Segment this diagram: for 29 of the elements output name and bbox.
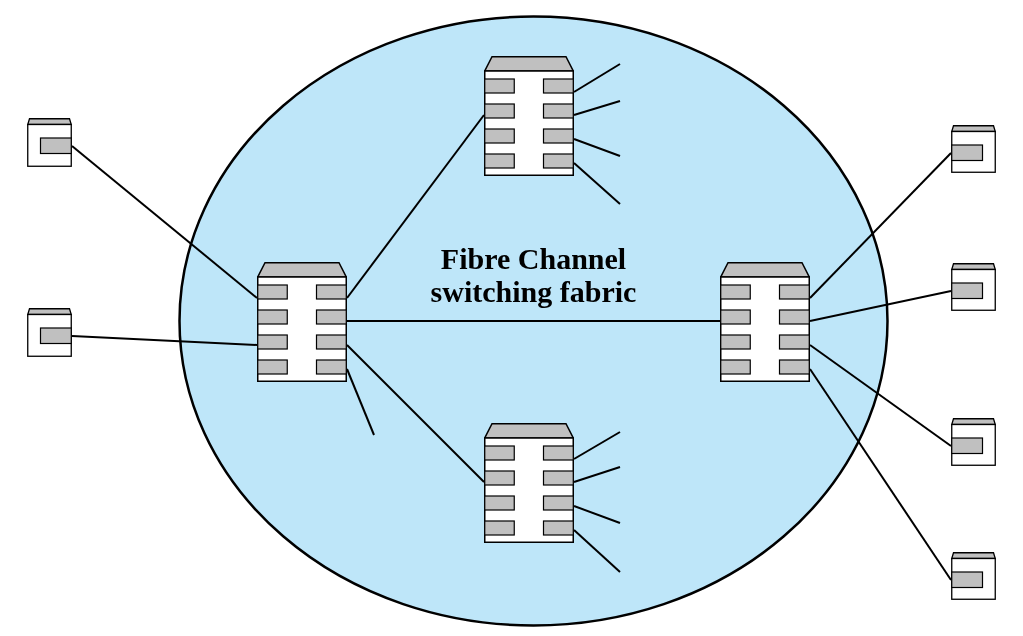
connector-line [573,431,621,460]
connector-line [573,100,621,116]
connector-line [71,335,258,346]
device-icon [27,118,72,167]
connector-line [573,505,621,524]
switch-icon [484,423,574,543]
device-icon [951,418,996,466]
connector-line [573,63,621,93]
switch-icon [484,56,574,176]
device-icon [951,125,996,173]
connector-line [809,152,952,299]
connector-line [573,466,621,483]
device-icon [27,308,72,357]
connector-line [809,344,952,447]
connector-line [573,162,621,205]
connector-line [573,529,621,573]
connector-line [346,320,721,322]
device-icon [951,552,996,600]
switch-icon [720,262,810,382]
fabric-label: Fibre Channel switching fabric [429,242,638,308]
device-icon [951,263,996,311]
connector-line [573,138,621,157]
connector-line [346,344,485,483]
connector-line [346,114,485,299]
connector-line [71,145,258,299]
connector-line [809,368,952,581]
connector-line [346,368,375,436]
switch-icon [257,262,347,382]
connector-line [809,290,952,322]
